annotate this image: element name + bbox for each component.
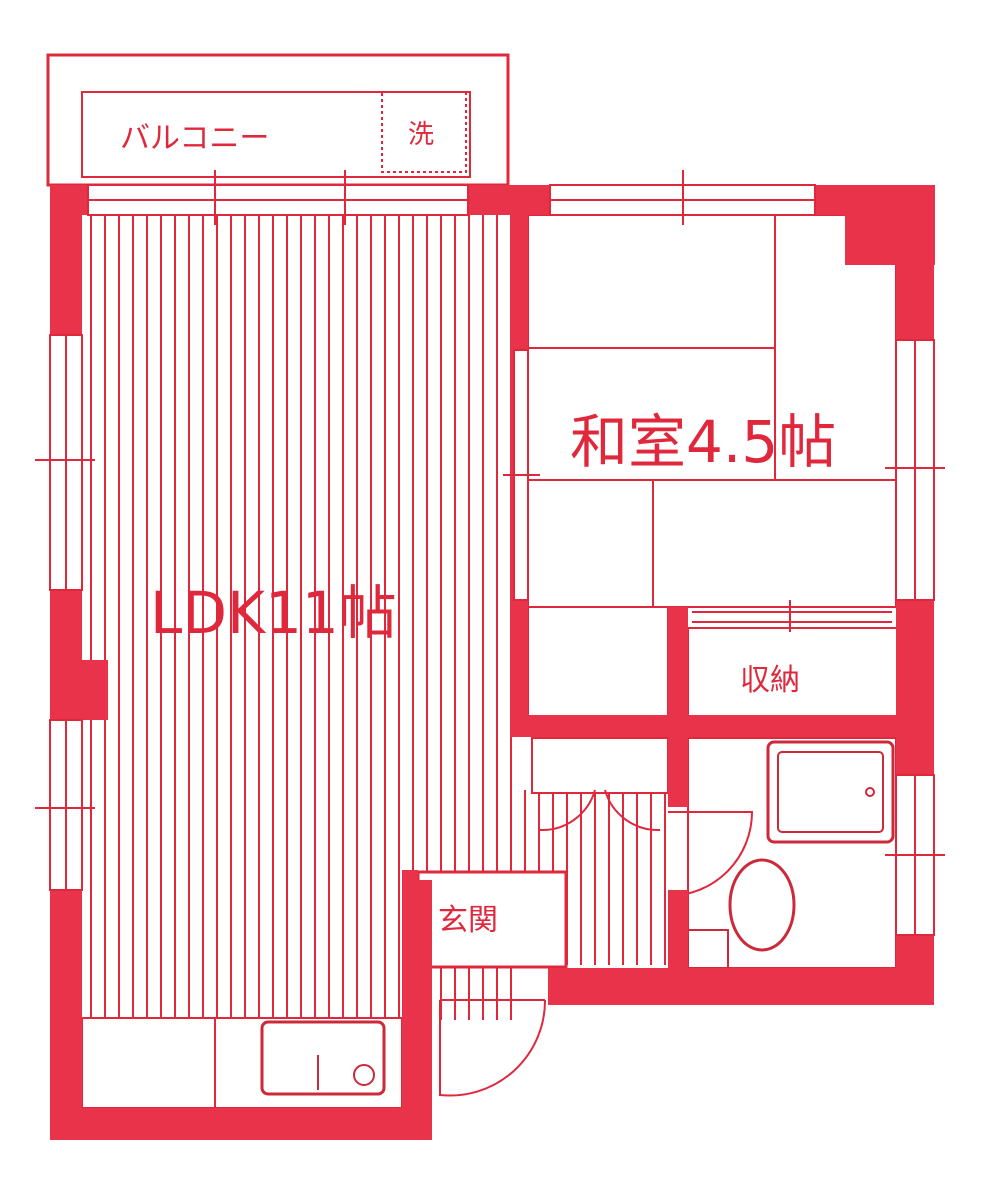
- windows: [35, 170, 945, 936]
- balcony: バルコニー 洗: [46, 53, 510, 187]
- hallway-door-arc-left: [539, 789, 596, 832]
- closet: [527, 606, 669, 718]
- ldk-label: LDK11帖: [150, 579, 397, 647]
- entrance-door: [439, 999, 547, 1097]
- washitsu-label: 和室4.5帖: [570, 408, 836, 476]
- laundry-space: [381, 91, 467, 173]
- laundry-label: 洗: [408, 120, 434, 150]
- bathtub-icon: [766, 740, 895, 844]
- hallway-door-arc-right: [604, 789, 661, 832]
- hallway-shelf: [531, 737, 669, 794]
- entrance: 玄関: [416, 870, 568, 969]
- washitsu-room: 和室4.5帖: [527, 214, 897, 608]
- entrance-label: 玄関: [438, 903, 498, 938]
- storage: 収納: [687, 627, 899, 719]
- sink-icon: [260, 1020, 386, 1096]
- storage-label: 収納: [740, 663, 800, 698]
- balcony-label: バルコニー: [120, 121, 269, 156]
- kitchen-counter: [81, 1017, 403, 1109]
- bathroom: [667, 737, 897, 969]
